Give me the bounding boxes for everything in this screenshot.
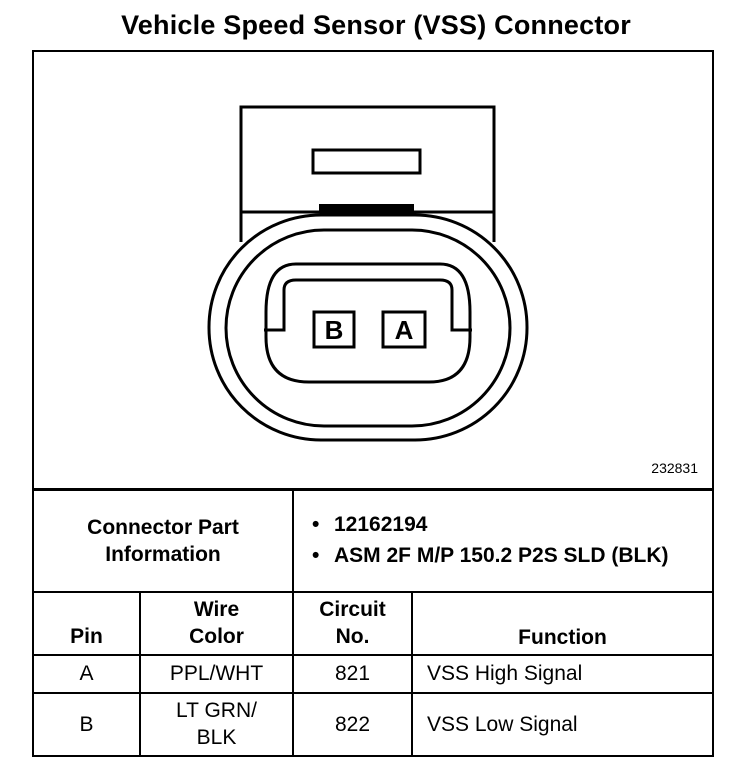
table-row: B LT GRN/BLK 822 VSS Low Signal [34, 691, 712, 755]
row-a-wire-color: PPL/WHT [139, 653, 294, 694]
part-description: ASM 2F M/P 150.2 P2S SLD (BLK) [312, 542, 712, 569]
row-a-pin: A [34, 653, 141, 694]
connector-info-table: Connector Part Information 12162194 ASM … [34, 488, 712, 755]
row-a-circuit: 821 [292, 653, 413, 694]
part-info-label: Connector Part Information [34, 488, 294, 593]
connector-drawing: B A [207, 105, 529, 442]
connector-latch-tab [319, 204, 414, 212]
row-b-circuit: 822 [292, 691, 413, 755]
diagram-frame: B A 232831 Connector Part Information 12… [32, 50, 714, 757]
header-pin: Pin [34, 590, 141, 656]
part-info-row: Connector Part Information 12162194 ASM … [34, 488, 712, 593]
row-a-function: VSS High Signal [411, 653, 712, 694]
cavity-a-label: A [395, 315, 414, 345]
header-function: Function [411, 590, 712, 656]
figure-number: 232831 [651, 460, 698, 476]
connector-inner-face [264, 262, 472, 384]
cavity-b-label: B [325, 315, 344, 345]
cavity-b-box [312, 310, 356, 349]
row-b-pin: B [34, 691, 141, 755]
connector-illustration: B A 232831 [34, 52, 712, 488]
connector-inner-key [264, 278, 472, 332]
part-info-values: 12162194 ASM 2F M/P 150.2 P2S SLD (BLK) [292, 488, 712, 593]
row-b-function: VSS Low Signal [411, 691, 712, 755]
table-row: A PPL/WHT 821 VSS High Signal [34, 653, 712, 694]
diagram-title: Vehicle Speed Sensor (VSS) Connector [121, 10, 631, 40]
connector-latch-neck [239, 212, 496, 242]
row-b-wire-color: LT GRN/BLK [139, 691, 294, 755]
connector-latch-slot [311, 148, 422, 175]
part-number: 12162194 [312, 511, 712, 538]
cavity-a-box [381, 310, 427, 349]
